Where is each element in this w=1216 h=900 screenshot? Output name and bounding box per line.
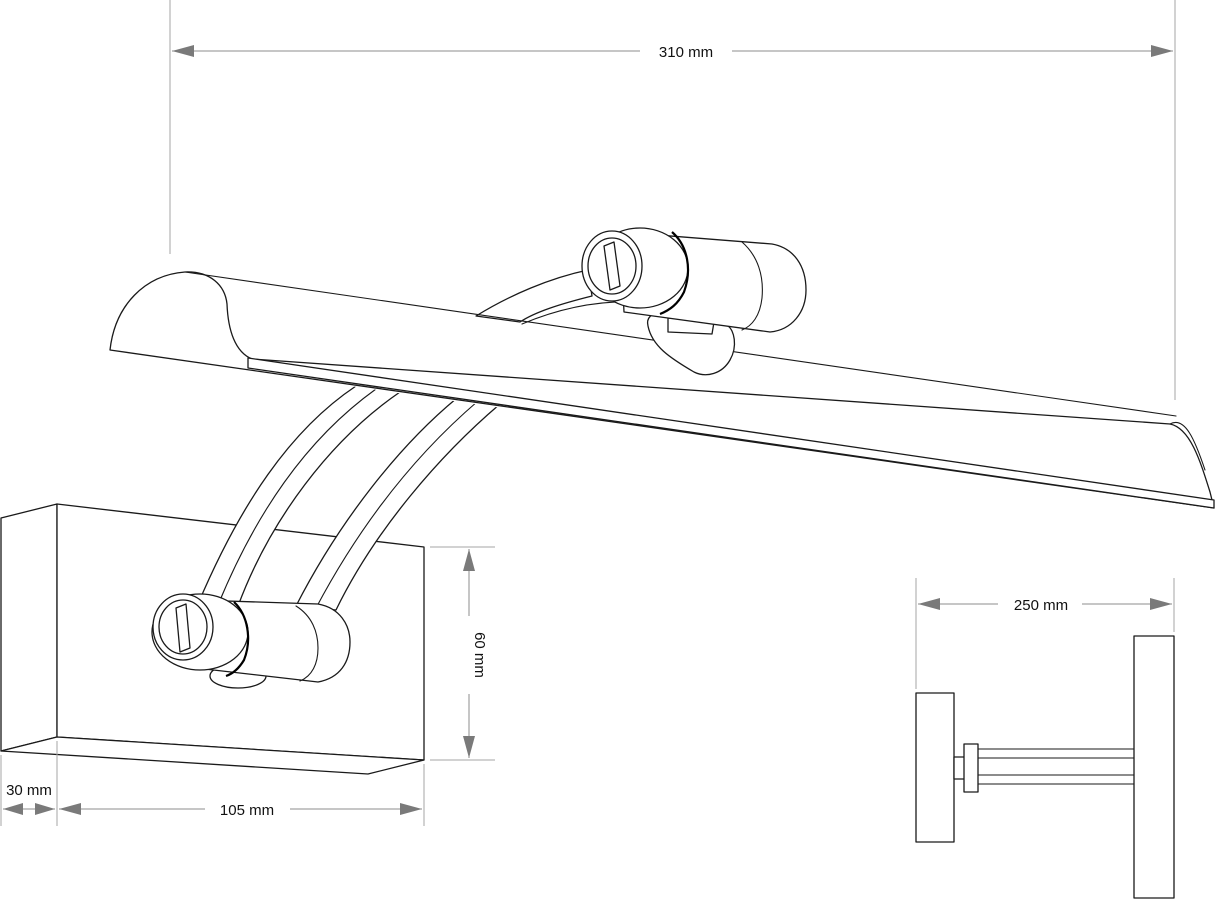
backplate-width-label: 105 mm (220, 802, 274, 819)
upper-pivot-knuckle (581, 227, 807, 376)
dimension-projection: 250 mm (915, 578, 1175, 689)
backplate-height-label: 60 mm (471, 632, 488, 678)
dimension-backplate-depth: 30 mm (0, 741, 58, 826)
backplate-depth-label: 30 mm (6, 782, 52, 799)
lamp-shade (109, 271, 1215, 509)
lower-pivot-knuckle (151, 593, 351, 689)
dimension-overall-width: 310 mm (169, 0, 1176, 400)
overall-width-label: 310 mm (659, 44, 713, 61)
dimension-backplate-height: 60 mm (430, 546, 495, 761)
side-view (915, 635, 1175, 899)
dimension-backplate-width: 105 mm (59, 764, 425, 826)
projection-label: 250 mm (1014, 597, 1068, 614)
